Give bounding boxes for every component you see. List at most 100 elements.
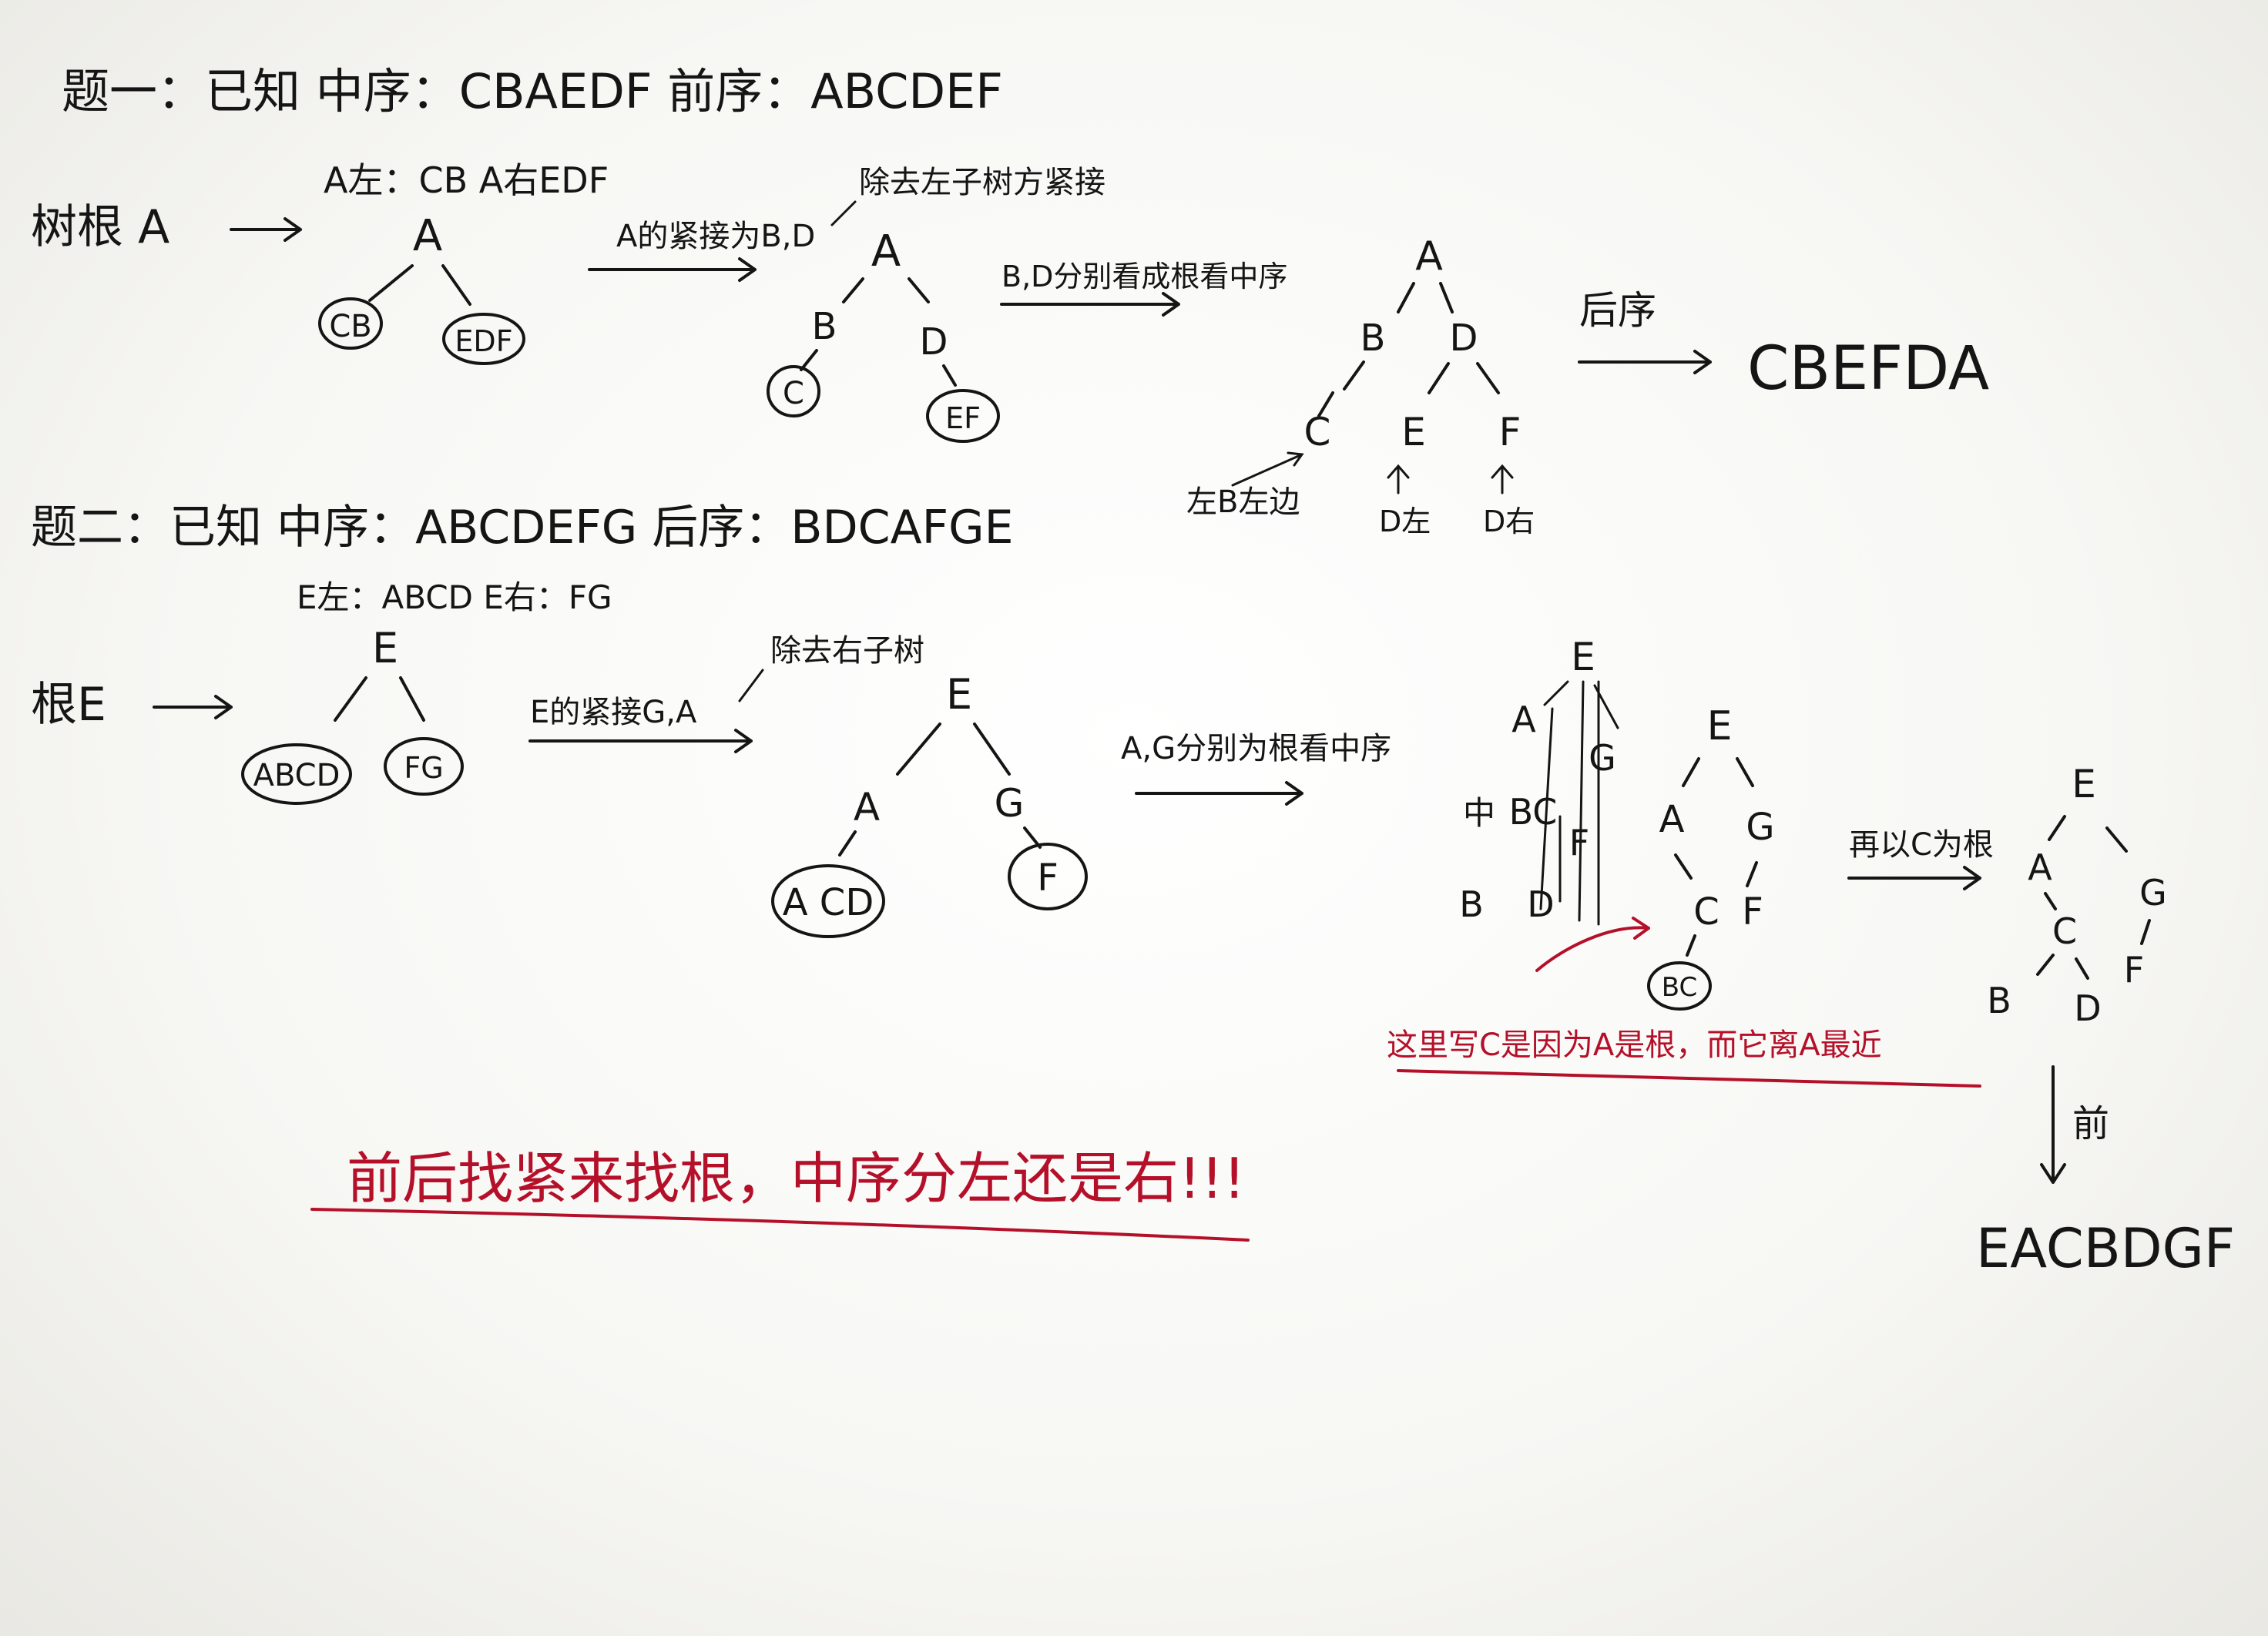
p1-t3-f: F (1499, 410, 1522, 454)
p2-scratch-d: D (1527, 883, 1554, 925)
p2-t3-edges-mid (1674, 853, 1758, 887)
p2-t3-a: A (1659, 798, 1685, 841)
p2-arrow1-label: E的紧接G,A (530, 695, 697, 730)
p2-scratch-a: A (1511, 699, 1536, 740)
summary-text: 前后找紧来找根，中序分左还是右!!! (347, 1146, 1246, 1211)
p2-t2-edges-bottom (838, 826, 1042, 857)
p2-t4-d: D (2074, 987, 2101, 1029)
p2-note-remove: 除去右子树 (770, 633, 924, 669)
p1-split-note: A左：CB A右EDF (324, 159, 609, 201)
p1-t1-right: EDF (455, 324, 512, 358)
p1-t1-left-circle (318, 297, 383, 350)
p1-postorder-label: 后序 (1579, 288, 1656, 333)
red-note-underline (1397, 1069, 1981, 1088)
p1-t3-a: A (1415, 233, 1443, 280)
p2-split-note: E左：ABCD E右：FG (297, 578, 612, 616)
p1-arrow-root (230, 217, 302, 242)
p1-t2-root: A (871, 226, 901, 277)
p2-arrow-root (153, 695, 233, 719)
p1-note-remove: 除去左子树方紧接 (859, 165, 1105, 200)
p2-scratch-bc: BC (1509, 791, 1558, 833)
p1-t3-c: C (1304, 410, 1331, 454)
p2-t3-f: F (1742, 890, 1763, 934)
p2-t4-g: G (2139, 872, 2167, 914)
p1-note-d-left: D左 (1379, 505, 1431, 538)
p1-note-left: 左B左边 (1186, 484, 1300, 520)
p2-t3-bc-circle (1647, 961, 1712, 1011)
p2-t1-right-circle (384, 737, 464, 796)
p2-scratch-e: E (1571, 635, 1595, 679)
summary-underline (310, 1208, 1250, 1242)
p2-t4-edges-mid (2044, 892, 2151, 945)
p2-arrow3 (1847, 866, 1981, 890)
p1-note-left-arrow (1231, 451, 1304, 487)
p2-t4-edges-bottom (2036, 954, 2089, 980)
p2-t2-acd-circle (771, 864, 885, 938)
p1-t3-edges (1317, 360, 1500, 417)
p2-t4-e: E (2072, 762, 2096, 806)
p1-heading: 题一：已知 中序：CBAEDF 前序：ABCDEF (62, 63, 1003, 119)
p1-note-e-arrow (1387, 464, 1410, 494)
p2-scratch-lines-left (1539, 680, 1600, 926)
p1-t2-c-circle (767, 365, 820, 417)
p2-scratch-side: 中 (1463, 794, 1495, 832)
p2-t4-edges-top (2048, 815, 2128, 853)
p2-t1-root: E (372, 624, 398, 672)
p2-t2-g: G (995, 781, 1025, 826)
p2-arrow2-label: A,G分别为根看中序 (1121, 731, 1391, 766)
p2-t4-a: A (2028, 846, 2052, 888)
p2-t3-edge-bc (1686, 934, 1696, 957)
p2-t2-f: F (1037, 857, 1059, 900)
p2-t1-edges (334, 676, 425, 722)
p2-arrow2 (1135, 781, 1303, 806)
p1-answer: CBEFDA (1747, 334, 1989, 404)
p2-t2-acd: A CD (783, 881, 874, 924)
p1-t2-d: D (920, 320, 948, 364)
p2-t2-f-circle (1008, 843, 1088, 910)
p1-arrow1-label: A的紧接为B,D (616, 219, 815, 254)
p2-note-pointer (738, 669, 764, 702)
p2-t3-bc: BC (1662, 972, 1697, 1003)
p2-scratch-lines-right (1558, 684, 1619, 903)
p1-arrow2-label: B,D分别看成根看中序 (1001, 260, 1287, 293)
p1-postorder-arrow (1578, 350, 1712, 374)
p1-note-f-arrow (1491, 464, 1514, 494)
p2-scratch-g: G (1589, 737, 1616, 779)
p1-t2-edges-bottom (800, 349, 957, 387)
p2-t2-a: A (854, 785, 880, 830)
p2-heading: 题二：已知 中序：ABCDEFG 后序：BDCAFGE (31, 501, 1014, 555)
p1-t3-edges-top (1397, 282, 1454, 313)
p2-root-label: 根E (31, 678, 106, 732)
p2-answer: EACBDGF (1976, 1217, 2235, 1280)
p2-arrow1 (528, 729, 753, 753)
p1-arrow1 (588, 257, 757, 282)
p1-note-pointer (830, 200, 857, 226)
p2-t4-c: C (2052, 910, 2077, 952)
p2-t1-right: FG (404, 751, 443, 785)
p1-t3-e: E (1401, 410, 1426, 454)
p2-t4-f: F (2124, 949, 2144, 991)
p2-t3-edges-top (1682, 757, 1754, 787)
p2-scratch-b: B (1459, 883, 1484, 925)
p1-t2-ef: EF (945, 401, 981, 435)
p1-t1-edges (368, 264, 471, 306)
p1-t2-b: B (812, 305, 837, 348)
red-note-arrow (1535, 917, 1650, 972)
p1-arrow2 (1000, 292, 1180, 317)
p2-t4-b: B (1987, 980, 2011, 1021)
p1-t1-right-circle (442, 313, 525, 365)
p2-t2-edges-top (896, 722, 1011, 776)
p2-t3-e: E (1707, 703, 1733, 749)
p1-t2-edges-top (842, 277, 930, 303)
p1-note-d-right: D右 (1483, 505, 1535, 538)
p1-t1-root: A (413, 211, 442, 261)
p2-t3-g: G (1746, 806, 1774, 849)
p2-red-note: 这里写C是因为A是根，而它离A最近 (1387, 1028, 1882, 1063)
p2-t1-left-circle (241, 743, 352, 805)
p2-t3-c: C (1693, 890, 1719, 934)
p1-t3-b: B (1360, 317, 1386, 360)
p2-t2-e: E (946, 670, 972, 719)
p1-root-label: 树根 A (31, 200, 169, 254)
